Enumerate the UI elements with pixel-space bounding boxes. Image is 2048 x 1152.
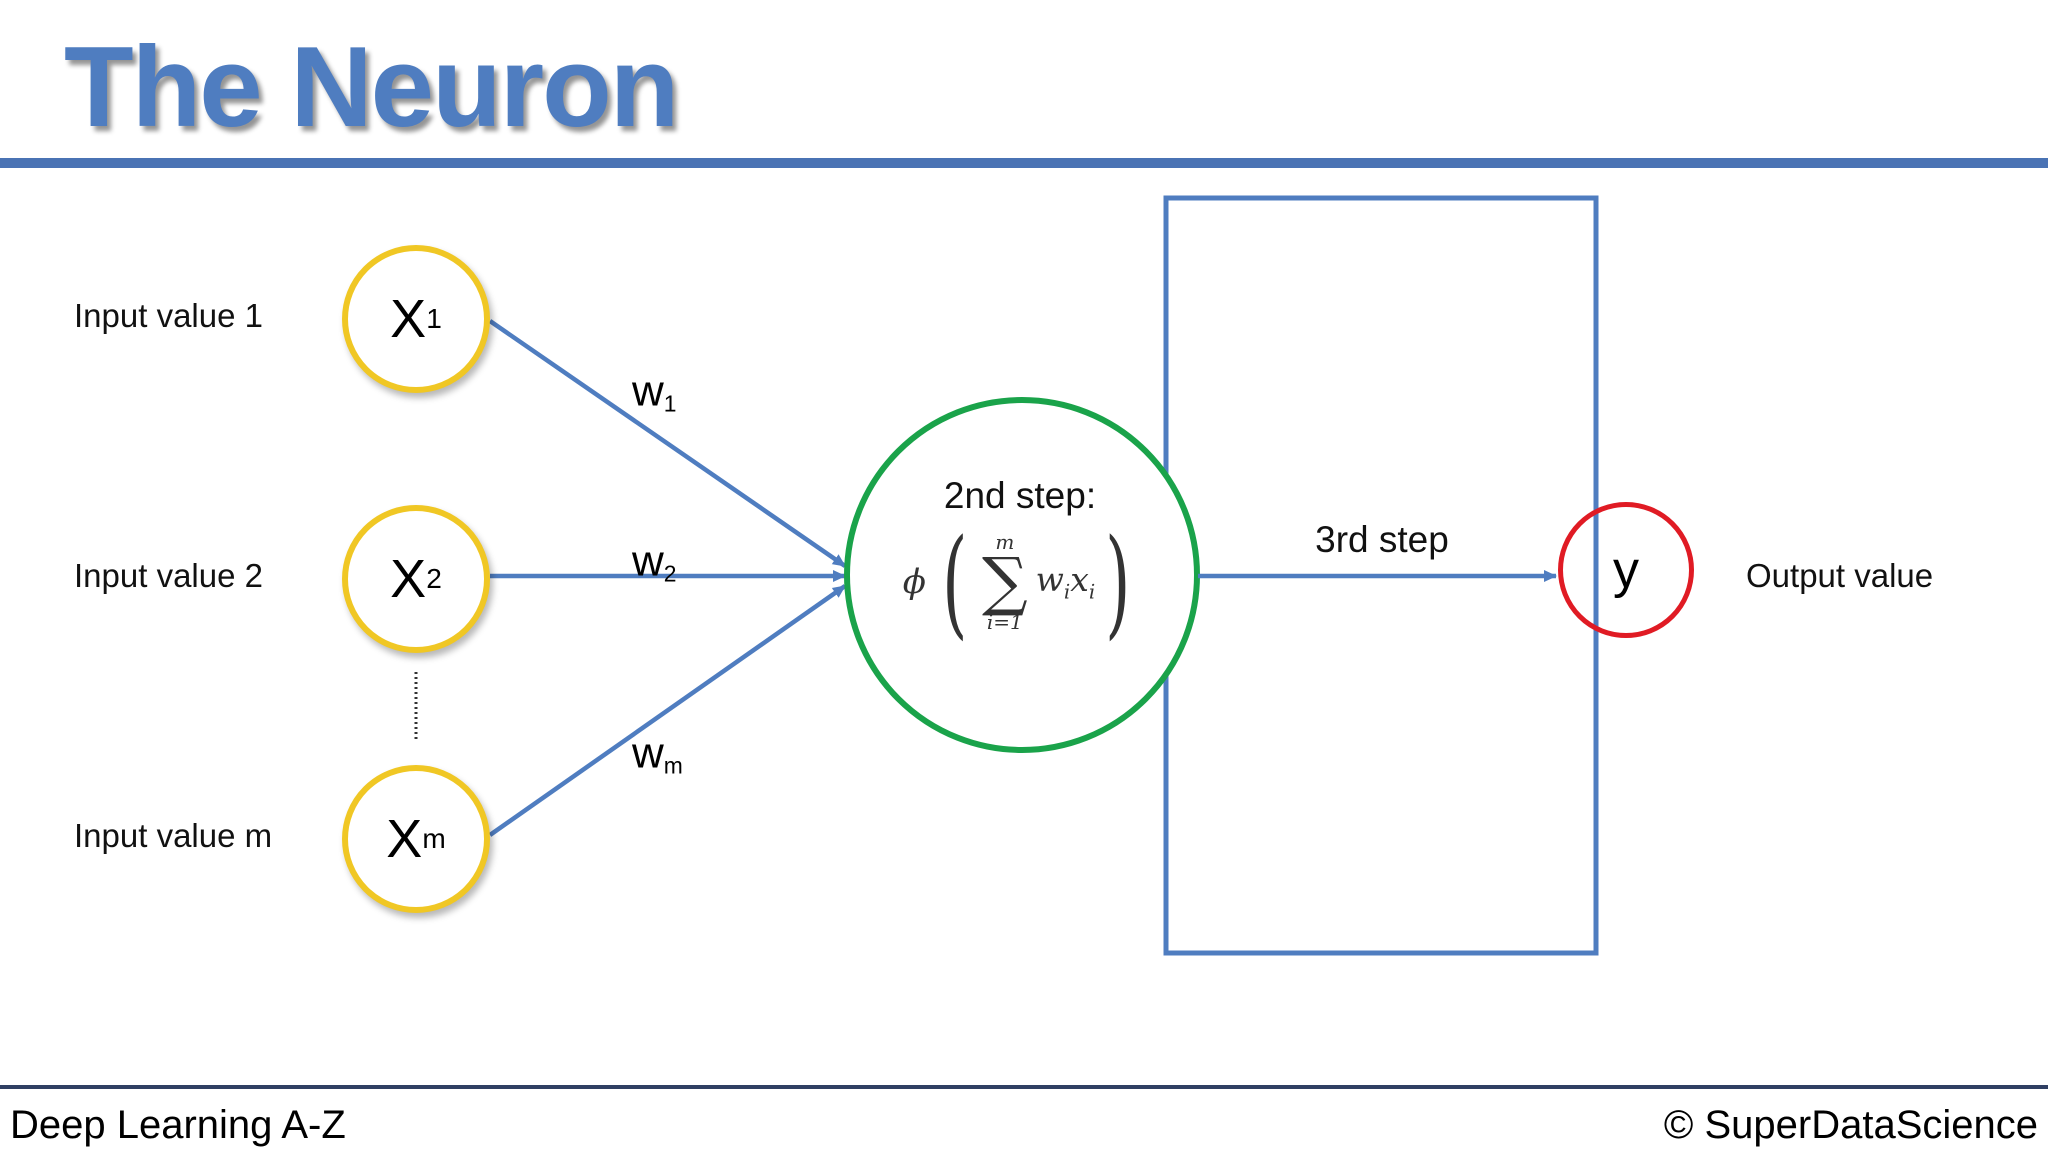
input-label-2: Input value 2 xyxy=(74,557,263,594)
header-divider xyxy=(0,158,2048,168)
weight-subscript: m xyxy=(663,752,683,779)
formula-term-weight: w xyxy=(1035,560,1064,600)
third-step-label: 3rd step xyxy=(1315,519,1449,560)
course-name: Deep Learning A-Z xyxy=(10,1103,346,1147)
connection-xm xyxy=(488,584,847,837)
weighted-sum-formula: ϕ ( m ∑ i=1 wixi ) xyxy=(903,523,1142,641)
formula-sum-lower: i=1 xyxy=(986,610,1023,635)
footer-divider xyxy=(0,1085,2048,1089)
input-symbol: X xyxy=(390,289,427,349)
weight-label-2: w2 xyxy=(632,537,677,588)
formula-term-weight-sub: i xyxy=(1063,580,1071,604)
output-label: Output value xyxy=(1746,557,1934,594)
neuron-circle xyxy=(844,397,1200,753)
weight-label-m: wm xyxy=(632,729,683,780)
slide-title: The Neuron xyxy=(64,24,679,151)
input-subscript: m xyxy=(422,823,446,854)
formula-term-var: x xyxy=(1070,560,1089,600)
weight-symbol: w xyxy=(632,366,664,416)
weight-symbol: w xyxy=(632,728,664,778)
formula-function: ϕ xyxy=(902,562,926,602)
formula-term: wixi xyxy=(1036,560,1096,604)
copyright-notice: © SuperDataScience xyxy=(1663,1103,2038,1147)
output-node: y xyxy=(1558,502,1694,638)
formula-close-paren: ) xyxy=(1105,513,1131,651)
second-step-label: 2nd step: xyxy=(943,475,1097,516)
input-label-m: Input value m xyxy=(74,817,273,854)
weight-symbol: w xyxy=(632,536,664,586)
formula-sum: m ∑ i=1 xyxy=(982,532,1028,633)
output-symbol: y xyxy=(1613,541,1639,599)
formula-open-paren: ( xyxy=(942,513,968,651)
input-symbol: X xyxy=(390,549,427,609)
formula-term-var-sub: i xyxy=(1088,580,1096,604)
formula-sum-upper: m xyxy=(995,529,1015,554)
weight-subscript: 2 xyxy=(663,560,677,587)
input-symbol: X xyxy=(386,809,423,869)
weight-subscript: 1 xyxy=(663,390,677,417)
input-subscript: 2 xyxy=(426,563,442,594)
input-subscript: 1 xyxy=(426,303,442,334)
input-label-1: Input value 1 xyxy=(74,297,263,334)
formula-sigma: ∑ xyxy=(981,544,1028,619)
weight-label-1: w1 xyxy=(632,367,677,418)
connection-x1 xyxy=(488,319,847,568)
